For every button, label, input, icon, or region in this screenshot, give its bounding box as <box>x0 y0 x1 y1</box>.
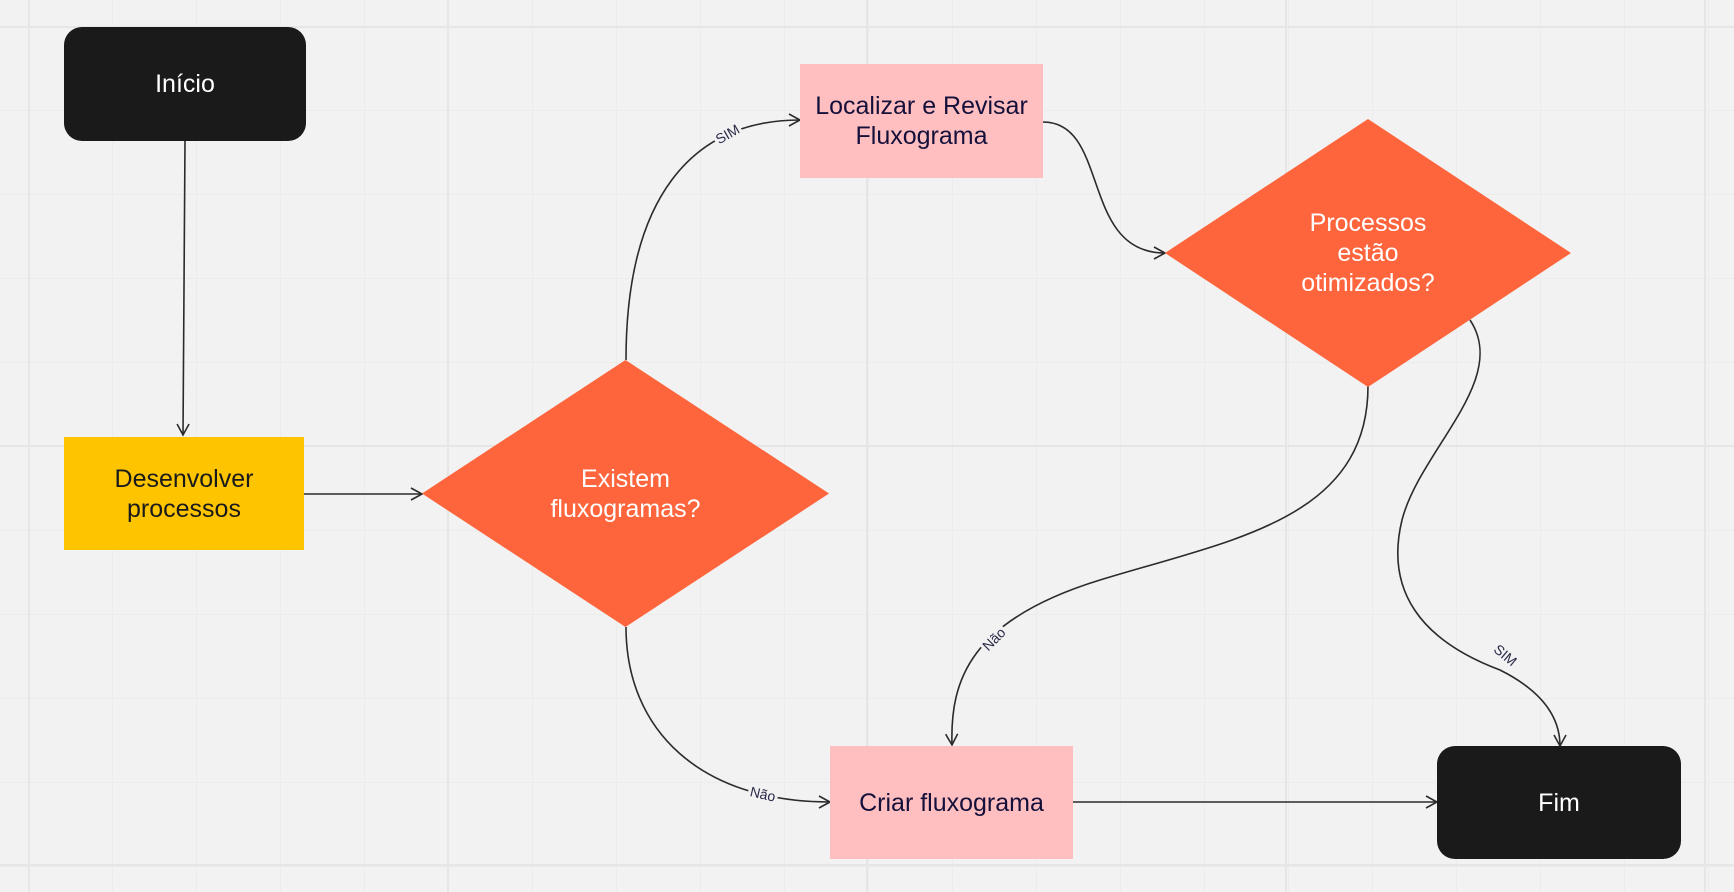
develop-processes-label: Desenvolver processos <box>114 464 254 523</box>
develop-processes-node[interactable]: Desenvolver processos <box>64 437 304 550</box>
start-node[interactable]: Início <box>64 27 306 141</box>
decision-optimized-node[interactable]: Processos estão otimizados? <box>1165 119 1571 387</box>
edge-review-to-optimized[interactable] <box>1042 121 1167 260</box>
create-flowchart-label: Criar fluxograma <box>859 788 1044 817</box>
decision-optimized-shape <box>1165 119 1571 387</box>
decision-exists-shape <box>422 360 829 627</box>
review-flowchart-node[interactable]: Localizar e Revisar Fluxograma <box>800 64 1043 178</box>
end-label: Fim <box>1538 788 1580 817</box>
end-node[interactable]: Fim <box>1437 746 1681 859</box>
edge-start-to-develop[interactable] <box>176 140 190 437</box>
decision-exists-node[interactable]: Existem fluxogramas? <box>422 360 829 627</box>
edge-exists-no-to-create[interactable] <box>625 626 832 809</box>
edge-optimized-no-to-create[interactable] <box>944 385 1369 747</box>
create-flowchart-node[interactable]: Criar fluxograma <box>830 746 1073 859</box>
decision-exists-label: Existem fluxogramas? <box>550 464 701 523</box>
start-label: Início <box>155 70 215 98</box>
decision-optimized-label: Processos estão otimizados? <box>1301 209 1435 297</box>
edge-optimized-yes-to-end[interactable] <box>1397 319 1567 748</box>
review-flowchart-label: Localizar e Revisar Fluxograma <box>815 92 1028 150</box>
edge-exists-yes-to-review[interactable] <box>625 113 802 361</box>
